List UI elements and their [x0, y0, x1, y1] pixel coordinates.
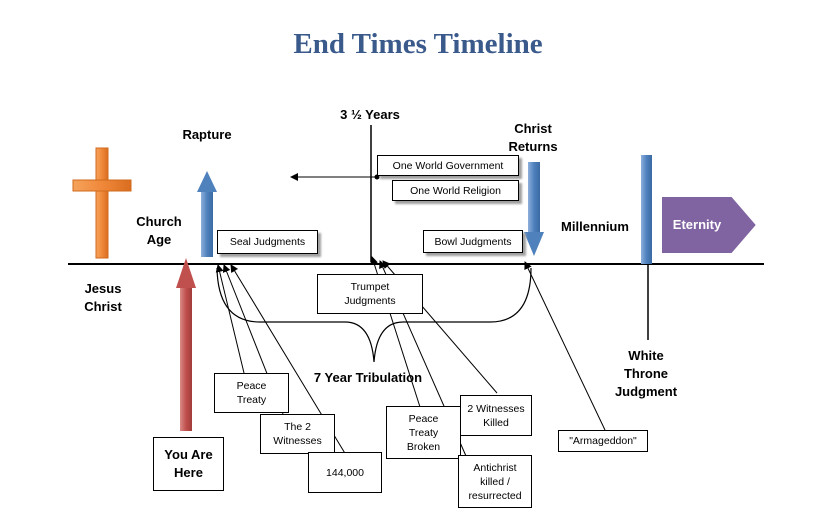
one-world-religion-box: One World Religion — [392, 180, 519, 201]
rapture-arrow-icon — [197, 171, 217, 257]
christ-returns-label: Christ Returns — [508, 121, 558, 154]
seven-year-tribulation-label: 7 Year Tribulation — [313, 370, 423, 385]
you-are-here-arrow-icon — [176, 258, 196, 431]
tribulation-brace — [216, 267, 532, 363]
millennium-label: Millennium — [561, 219, 629, 234]
christ-returns-arrow-icon — [524, 162, 544, 256]
eternity-shape — [660, 195, 759, 255]
three-half-years-label: 3 ½ Years — [340, 107, 400, 122]
peace-treaty-box: Peace Treaty — [214, 373, 289, 413]
you-are-here-box: You Are Here — [153, 437, 224, 491]
trumpet-judgments-box: Trumpet Judgments — [317, 274, 423, 314]
eternity-label: Eternity — [672, 217, 722, 232]
one-world-government-box: One World Government — [377, 155, 519, 176]
page-title: End Times Timeline — [293, 28, 543, 60]
two-witnesses-box: The 2 Witnesses — [260, 414, 335, 454]
cross-icon — [72, 147, 132, 259]
armageddon-box: "Armageddon" — [558, 430, 648, 452]
two-witnesses-killed-box: 2 Witnesses Killed — [460, 395, 532, 436]
church-age-label: Church Age — [136, 214, 182, 247]
white-throne-judgment-label: White Throne Judgment — [614, 348, 678, 399]
white-throne-bar-icon — [641, 155, 652, 340]
one-forty-four-thousand-box: 144,000 — [308, 452, 382, 493]
rapture-label: Rapture — [182, 127, 232, 142]
bowl-judgments-box: Bowl Judgments — [423, 230, 523, 253]
seal-judgments-box: Seal Judgments — [217, 230, 318, 254]
peace-treaty-broken-box: Peace Treaty Broken — [386, 406, 461, 459]
jesus-christ-label: Jesus Christ — [84, 281, 122, 314]
antichrist-killed-box: Antichrist killed / resurrected — [458, 455, 532, 508]
